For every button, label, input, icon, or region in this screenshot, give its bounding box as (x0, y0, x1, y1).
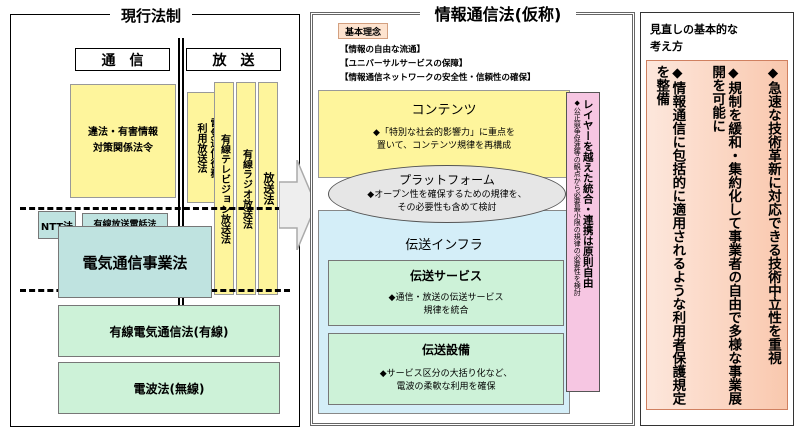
denpa-text: 電波法(無線) (133, 381, 205, 396)
platform-title: プラットフォーム (399, 172, 495, 187)
cross-layer-bar: レイヤーを越えた統合・連携は原則自由 ◆公正競争促進等の観点から必要最小限の規律… (566, 92, 600, 392)
contents-title: コンテンツ (411, 102, 477, 118)
review-items-box: ◆急速な技術革新に対応できる技術中立性を重視 ◆規制を緩和・集約化して事業者の自… (646, 60, 788, 410)
equipment-title: 伝送設備 (421, 342, 470, 357)
denki-riyou-text: 電気通信役務 利用放送法 (195, 118, 219, 178)
yusen-denki-text: 有線電気通信法(有線) (109, 324, 229, 339)
current-law-title: 現行法制 (110, 4, 192, 26)
service-title: 伝送サービス (409, 268, 482, 283)
platform-layer (328, 165, 566, 223)
hosoho-text: 放送法 (262, 172, 275, 205)
denpa-box: 電波法(無線) (58, 362, 280, 414)
ntt-law-text: NTT法 (40, 221, 74, 233)
divider-line (178, 38, 180, 306)
layer-sub-text: ◆公正競争促進等の観点から必要最小限の規律の必要性を検討 (573, 99, 582, 296)
infra-title: 伝送インフラ (405, 237, 483, 253)
yusen-radio-box: 有線ラジオ放送法 (236, 82, 256, 295)
new-law-title: 情報通信法(仮称) (420, 2, 576, 24)
principle-item: 【情報通信ネットワークの安全性・信頼性の確保】 (340, 73, 536, 83)
platform-desc: ◆オープン性を確保するための規律を、 その必要性も含めて検討 (367, 190, 527, 213)
yusen-tv-text: 有線テレビジョン放送法 (218, 133, 230, 244)
dashed-boundary-upper (20, 207, 290, 210)
transition-arrow (279, 160, 317, 250)
illegal-info-law-text: 違法・有害情報 対策関係法令 (88, 127, 158, 154)
hoso-label: 放 送 (186, 48, 281, 71)
layer-main-text: レイヤーを越えた統合・連携は原則自由 (581, 99, 594, 288)
hosoho-box: 放送法 (258, 82, 278, 295)
review-item: ◆規制を緩和・集約化して事業者の自由で多様な事業展開を可能に (709, 65, 742, 405)
yusen-denki-box: 有線電気通信法(有線) (58, 305, 280, 357)
yusen-tv-box: 有線テレビジョン放送法 (214, 82, 234, 295)
service-box (328, 260, 564, 326)
yusen-hoso-denwa-text: 有線放送電話法 (93, 219, 157, 230)
principle-item: 【ユニバーサルサービスの保障】 (340, 59, 468, 69)
review-item: ◆急速な技術革新に対応できる技術中立性を重視 (765, 65, 781, 365)
equipment-box (328, 333, 564, 405)
review-item: ◆情報通信に包括的に適用されるような利用者保護規定を整備 (653, 65, 686, 405)
review-title: 見直しの基本的な 考え方 (650, 23, 738, 53)
contents-layer (318, 90, 570, 178)
service-desc: ◆通信・放送の伝送サービス 規律を統合 (388, 292, 504, 317)
yusen-radio-text: 有線ラジオ放送法 (240, 148, 252, 229)
tsushin-label: 通 信 (75, 48, 170, 71)
denki-jigyou-text: 電気通信事業法 (82, 253, 188, 272)
principle-item: 【情報の自由な流通】 (340, 45, 426, 55)
kihon-rinen-label: 基本理念 (338, 23, 388, 39)
contents-desc: ◆「特別な社会的影響力」に重点を 置いて、コンテンツ規律を再構成 (373, 127, 515, 152)
illegal-info-law-box: 違法・有害情報 対策関係法令 (70, 84, 176, 198)
divider-line (182, 38, 184, 306)
equipment-desc: ◆サービス区分の大括り化など、 電波の柔軟な利用を確保 (379, 368, 513, 393)
denki-jigyou-box: 電気通信事業法 (58, 226, 212, 298)
